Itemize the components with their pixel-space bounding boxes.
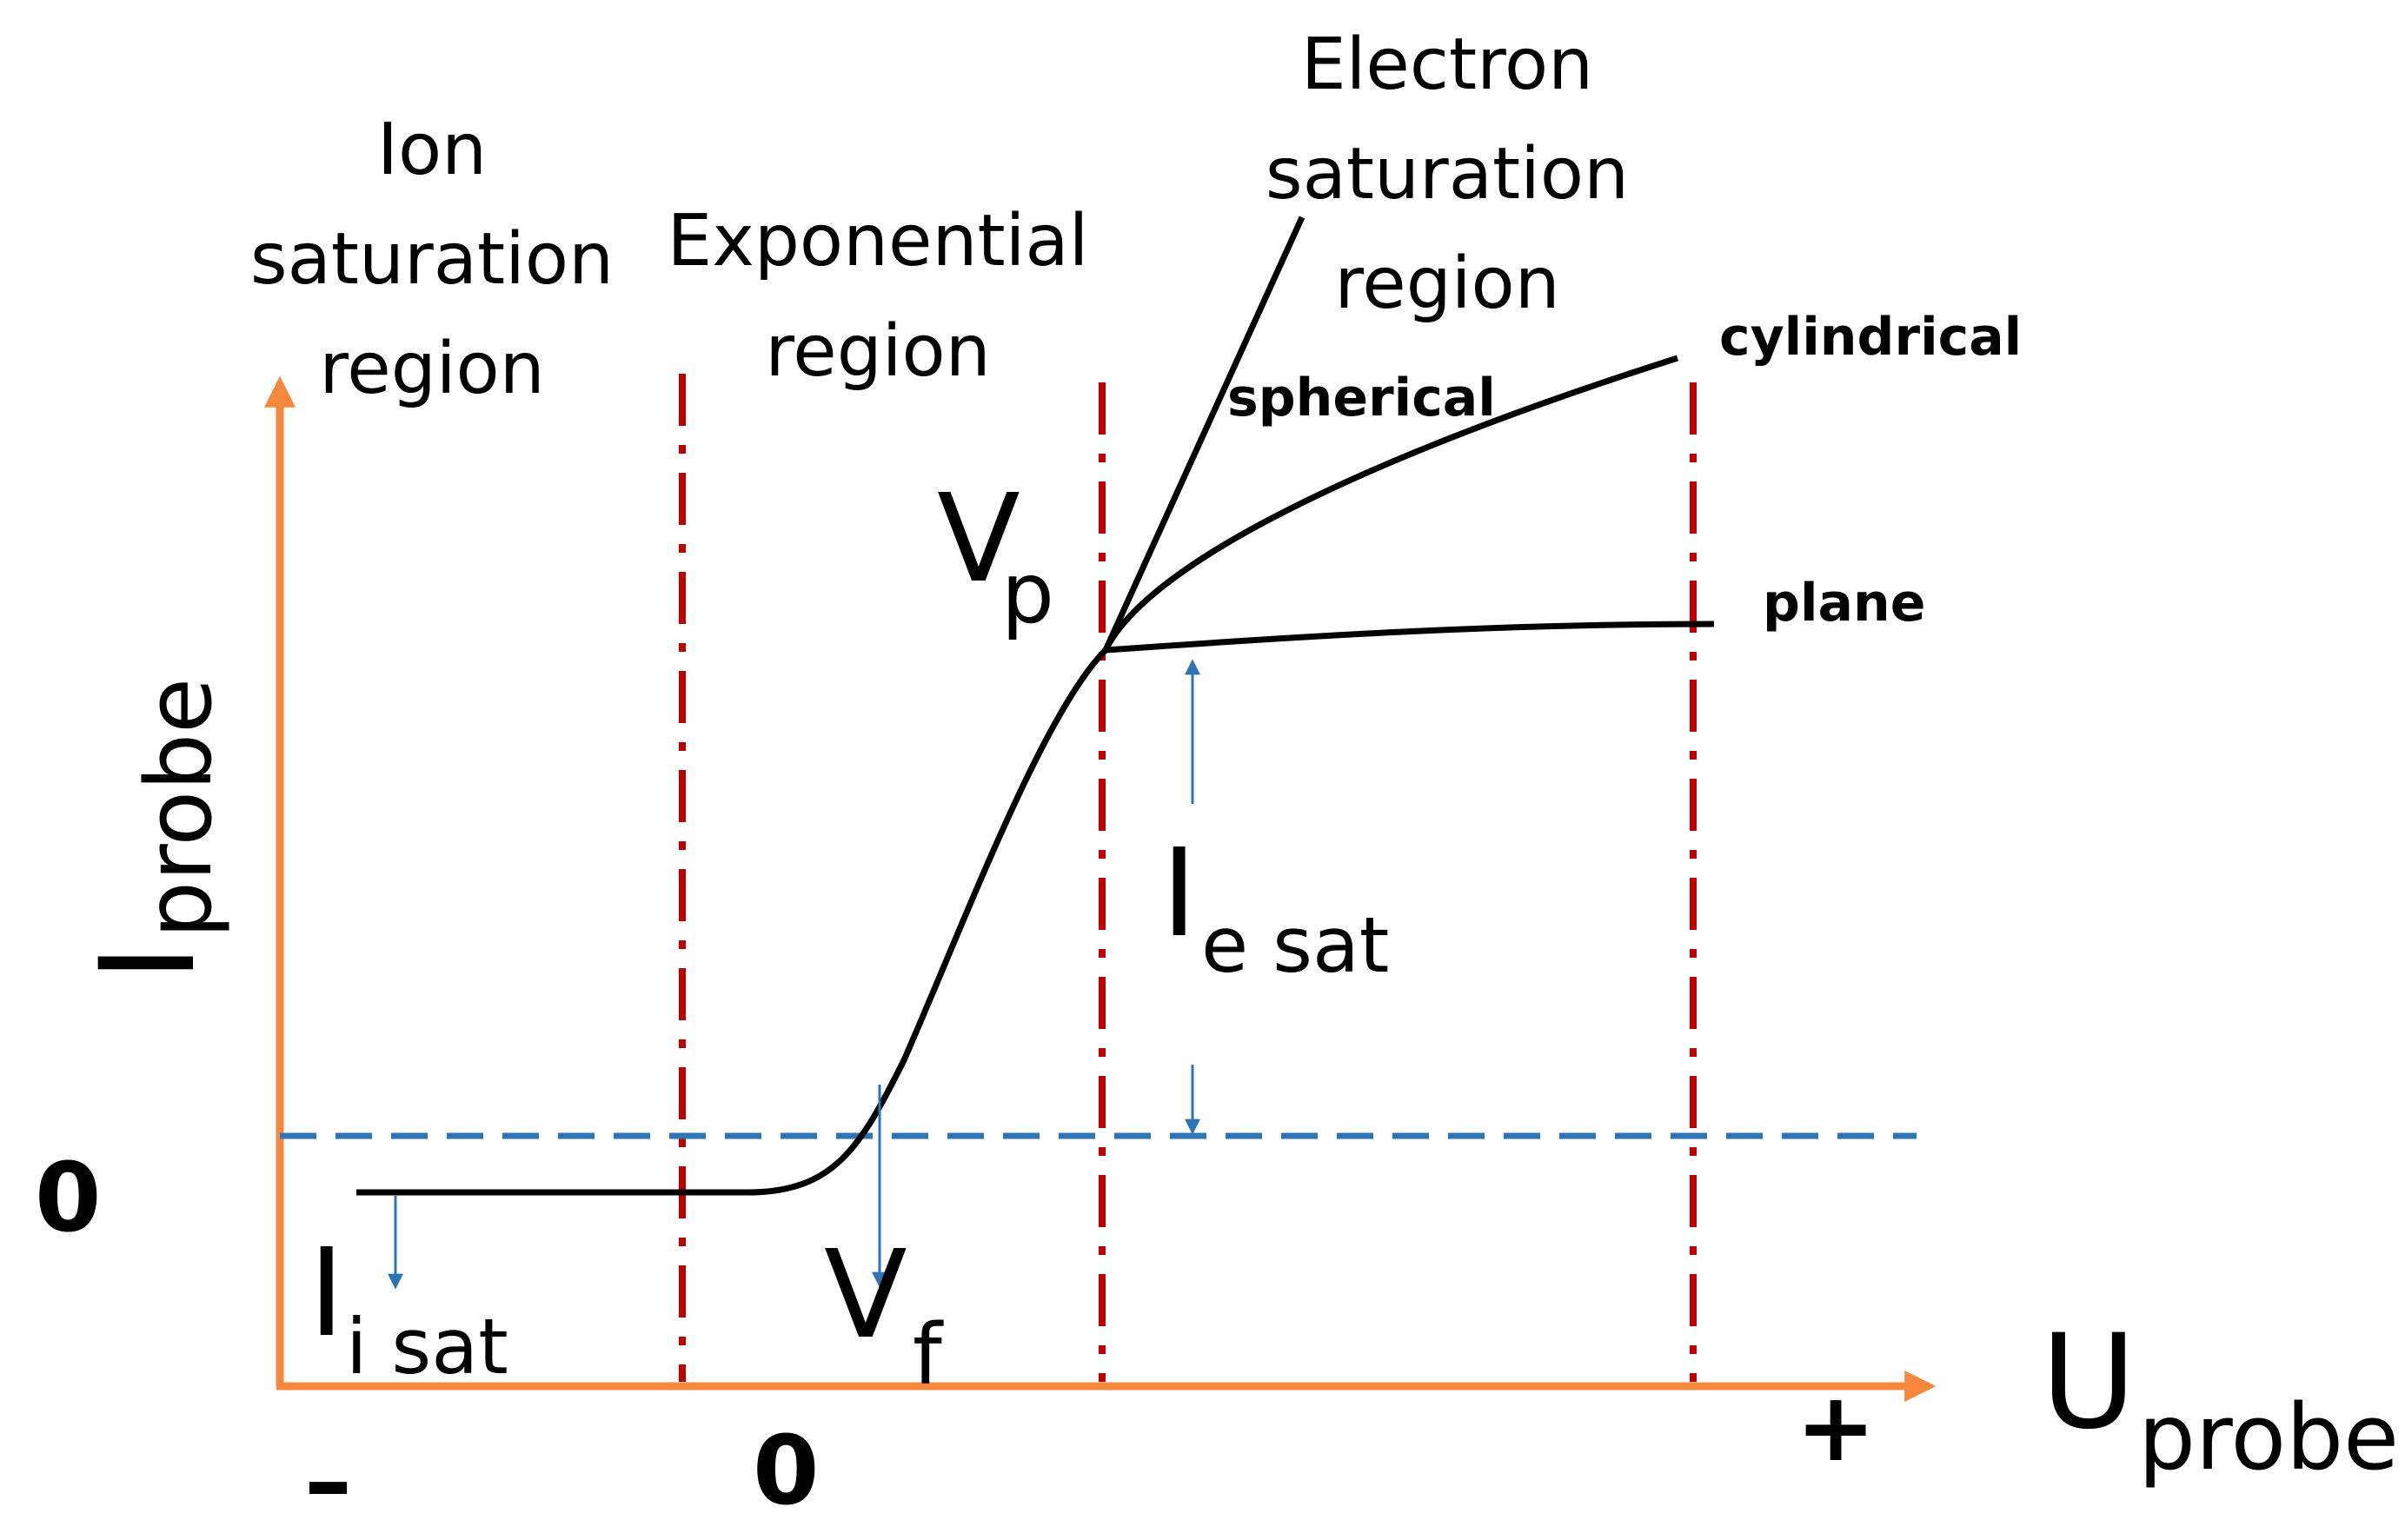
svg-text:region: region: [1334, 242, 1559, 325]
vf-label: V f: [824, 1225, 944, 1404]
cylindrical-curve: [1102, 355, 1679, 652]
svg-text:Electron: Electron: [1301, 23, 1593, 106]
svg-text:region: region: [319, 328, 544, 410]
exponential-region-label: Exponential region: [668, 200, 1089, 393]
ion-region-label: Ion saturation region: [250, 109, 614, 410]
svg-text:p: p: [1001, 545, 1054, 642]
y-zero-label: 0: [35, 1142, 102, 1253]
x-axis-label: U probe: [2041, 1307, 2399, 1490]
svg-text:probe: probe: [2138, 1384, 2399, 1490]
svg-text:V: V: [937, 468, 1020, 610]
svg-text:saturation: saturation: [250, 218, 614, 301]
svg-text:V: V: [824, 1225, 907, 1366]
vp-label: V p: [937, 468, 1054, 642]
ii-sat-label: I i sat: [309, 1223, 508, 1391]
ie-sat-label: I e sat: [1161, 823, 1389, 990]
plane-curve: [1105, 621, 1715, 654]
svg-text:f: f: [913, 1306, 944, 1404]
svg-text:i sat: i sat: [346, 1302, 508, 1391]
plane-label: plane: [1763, 573, 1925, 634]
y-axis-label: I probe: [73, 678, 232, 982]
svg-text:probe: probe: [126, 678, 232, 939]
svg-text:e sat: e sat: [1201, 900, 1389, 990]
svg-text:Ion: Ion: [377, 109, 487, 191]
spherical-curve: [1102, 216, 1305, 652]
svg-text:I: I: [73, 944, 224, 982]
x-plus-label: +: [1796, 1371, 1876, 1483]
x-zero-label: 0: [753, 1415, 820, 1526]
svg-text:I: I: [309, 1223, 344, 1364]
spherical-label: spherical: [1227, 368, 1496, 428]
cylindrical-label: cylindrical: [1719, 307, 2022, 368]
x-minus-label: –: [304, 1425, 352, 1537]
svg-text:U: U: [2041, 1307, 2136, 1458]
svg-text:region: region: [765, 310, 990, 393]
svg-text:I: I: [1161, 823, 1197, 965]
iv-curve: [356, 647, 1108, 1196]
svg-text:saturation: saturation: [1266, 133, 1629, 216]
svg-text:Exponential: Exponential: [668, 200, 1089, 282]
electron-region-label: Electron saturation region: [1266, 23, 1629, 325]
